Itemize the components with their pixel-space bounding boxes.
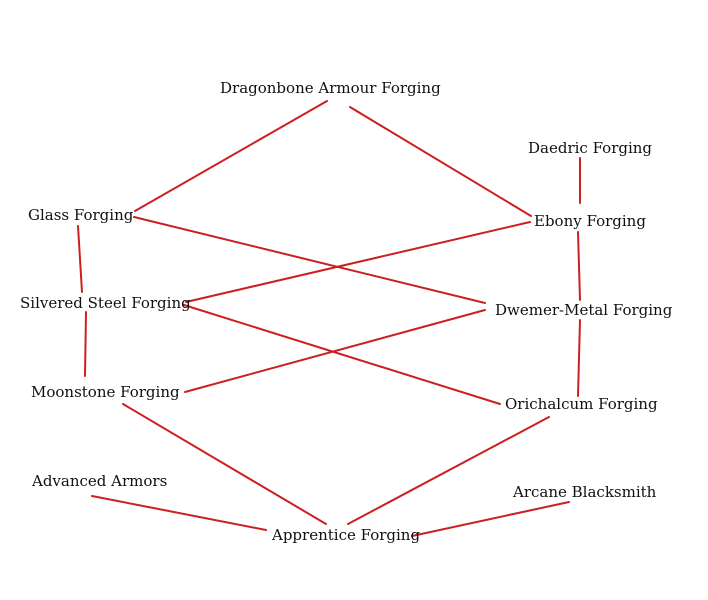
node-dragonbone-armour-forging[interactable]: Dragonbone Armour Forging [220,79,441,97]
node-orichalcum-forging[interactable]: Orichalcum Forging [505,395,658,413]
node-silvered-steel-forging[interactable]: Silvered Steel Forging [20,294,191,312]
edge-dragonbone-glass [134,100,328,212]
edge-advanced-apprentice [91,495,267,531]
edge-glass-silvered [77,225,83,293]
edge-arcane-apprentice [411,501,570,537]
node-advanced-armors[interactable]: Advanced Armors [32,472,168,490]
edge-moonstone-apprentice [122,403,327,525]
edge-dragonbone-ebony [349,106,532,217]
node-dwemer-metal-forging[interactable]: Dwemer-Metal Forging [495,301,673,319]
edge-silvered-moonstone [84,311,87,377]
edge-dwemer-moonstone [184,309,486,393]
edge-glass-dwemer [133,216,486,304]
node-arcane-blacksmith[interactable]: Arcane Blacksmith [513,483,657,501]
edge-dwemer-orichalcum [577,319,581,397]
node-moonstone-forging[interactable]: Moonstone Forging [31,383,180,401]
node-ebony-forging[interactable]: Ebony Forging [534,212,646,230]
node-apprentice-forging[interactable]: Apprentice Forging [272,526,421,544]
edge-silvered-orichalcum [183,304,501,405]
edge-ebony-silvered [185,221,531,303]
edge-ebony-dwemer [577,231,581,301]
node-glass-forging[interactable]: Glass Forging [28,206,134,224]
node-daedric-forging[interactable]: Daedric Forging [528,139,653,157]
edge-orichalcum-apprentice [347,416,550,525]
